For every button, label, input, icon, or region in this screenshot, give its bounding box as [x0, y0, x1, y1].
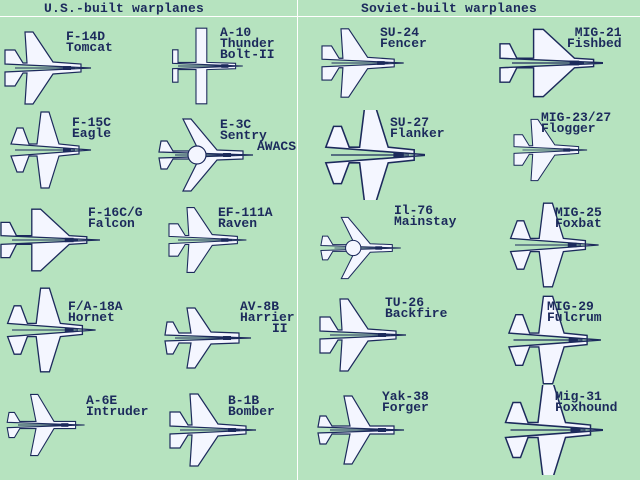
- plane-label-line: MIG-21: [574, 25, 622, 40]
- f-14d-plane-icon[interactable]: [0, 23, 100, 113]
- f-15c-plane-icon[interactable]: [0, 105, 100, 195]
- header-divider: [0, 16, 640, 17]
- plane-label-line: Flanker: [390, 126, 445, 141]
- plane-label-line: EF-111A: [218, 205, 273, 220]
- plane-label-line: MIG-23/27: [541, 110, 612, 125]
- plane-label-line: Foxbat: [555, 216, 602, 231]
- plane-label-line: Thunder: [220, 36, 275, 51]
- plane-label-line: Raven: [218, 216, 258, 231]
- plane-label-line: Fencer: [380, 36, 427, 51]
- plane-label-line: B-1B: [228, 393, 260, 408]
- plane-label-line: SU-24: [380, 25, 420, 40]
- column-divider: [297, 0, 298, 480]
- plane-label-line: Falcon: [88, 216, 135, 231]
- il-76-plane-icon[interactable]: [305, 203, 415, 293]
- plane-label-line: MIG-29: [547, 299, 594, 314]
- plane-label-line: F-16C/G: [88, 205, 143, 220]
- plane-label-line: A-6E: [86, 393, 118, 408]
- plane-label-line: Foxhound: [555, 400, 618, 415]
- plane-label-line: Intruder: [86, 404, 149, 419]
- plane-label-line: Fishbed: [567, 36, 622, 51]
- b-1b-plane-icon[interactable]: [155, 385, 265, 475]
- plane-label-line: Tomcat: [66, 40, 113, 55]
- plane-label-line: Mainstay: [394, 214, 457, 229]
- plane-label-line: Yak-38: [382, 389, 429, 404]
- fa-18a-plane-icon[interactable]: [0, 285, 100, 375]
- plane-label-line: Il-76: [394, 203, 434, 218]
- plane-label-line: Harrier: [240, 310, 295, 325]
- plane-label-line: AV-8B: [240, 299, 280, 314]
- mig-31-plane-icon[interactable]: [493, 385, 603, 475]
- su-27-plane-icon[interactable]: [315, 110, 425, 200]
- mig-23-27-plane-icon[interactable]: [493, 105, 603, 195]
- plane-label-line: Fulcrum: [547, 310, 602, 325]
- e-3c-plane-icon[interactable]: [150, 110, 260, 200]
- a-10-plane-icon[interactable]: [150, 21, 260, 111]
- plane-label-line: Sentry: [220, 128, 267, 143]
- plane-label-line: F-15C: [72, 115, 112, 130]
- a-6e-plane-icon[interactable]: [0, 380, 100, 470]
- plane-label-line: SU-27: [390, 115, 430, 130]
- f-16cg-plane-icon[interactable]: [0, 195, 100, 285]
- plane-label-line: F-14D: [66, 29, 106, 44]
- plane-label-line: Bolt-II: [220, 47, 275, 62]
- mig-21-plane-icon[interactable]: [493, 18, 603, 108]
- us-section-header: U.S.-built warplanes: [44, 1, 205, 16]
- soviet-section-header: Soviet-built warplanes: [361, 1, 538, 16]
- plane-label-line: A-10: [220, 25, 252, 40]
- av-8b-plane-icon[interactable]: [150, 293, 260, 383]
- plane-label-line: MIG-25: [555, 205, 602, 220]
- plane-label-line: TU-26: [385, 295, 425, 310]
- plane-label-line: Flogger: [541, 121, 596, 136]
- plane-label-line: AWACS: [257, 139, 297, 154]
- mig-29-plane-icon[interactable]: [493, 295, 603, 385]
- plane-label-line: Mig-31: [555, 389, 602, 404]
- plane-label-line: Hornet: [68, 310, 115, 325]
- plane-label-line: F/A-18A: [68, 299, 123, 314]
- plane-label-line: Backfire: [385, 306, 448, 321]
- plane-label-line: Forger: [382, 400, 429, 415]
- plane-label-line: II: [272, 321, 288, 336]
- ef-111a-plane-icon[interactable]: [150, 195, 260, 285]
- mig-25-plane-icon[interactable]: [493, 200, 603, 290]
- yak-38-plane-icon[interactable]: [305, 385, 415, 475]
- plane-label-line: Eagle: [72, 126, 112, 141]
- su-24-plane-icon[interactable]: [305, 18, 415, 108]
- tu-26-plane-icon[interactable]: [305, 290, 415, 380]
- plane-label-line: Bomber: [228, 404, 275, 419]
- plane-label-line: E-3C: [220, 117, 252, 132]
